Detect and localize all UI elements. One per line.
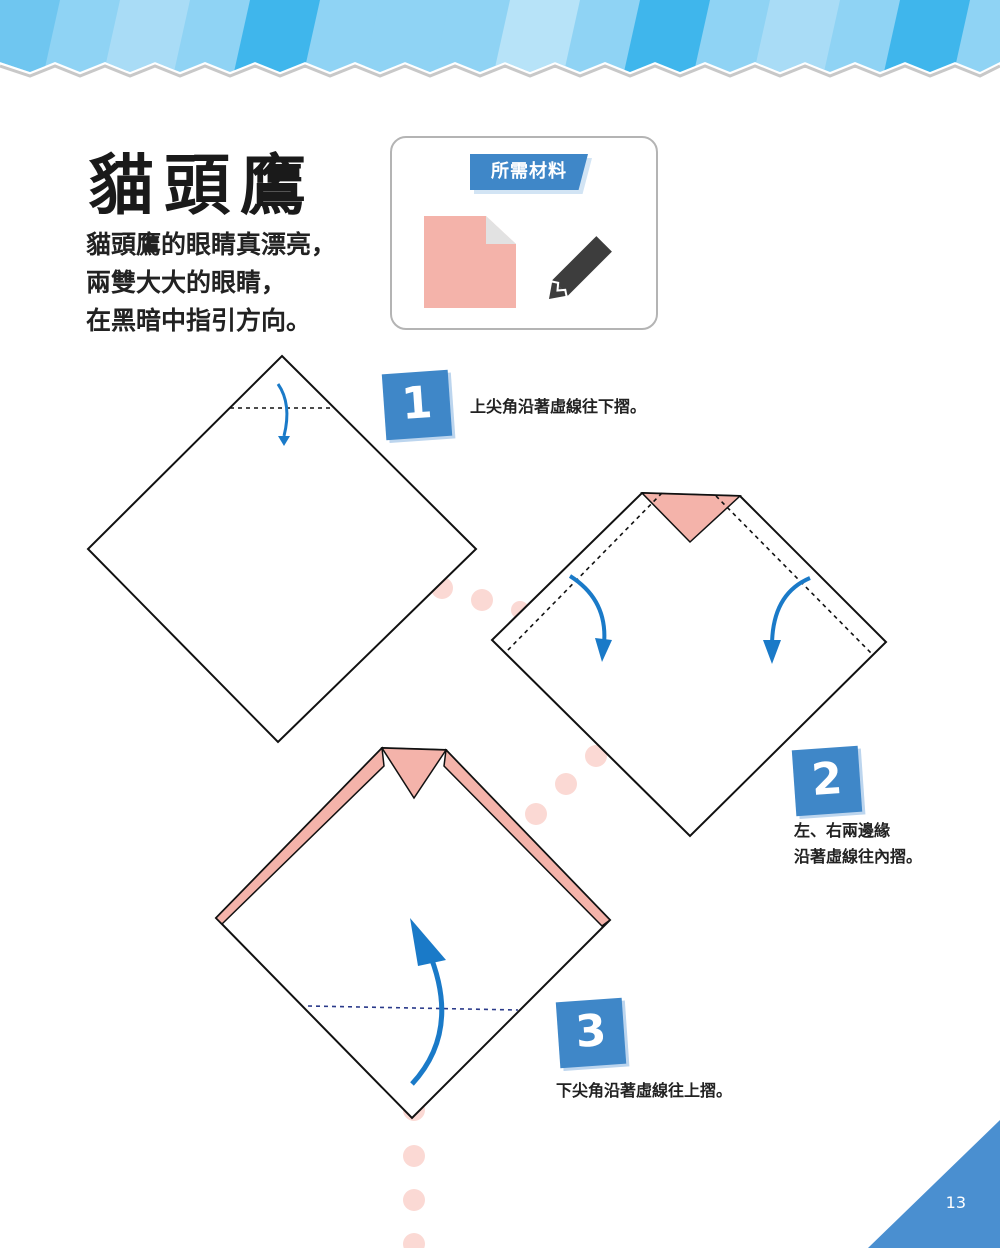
fold-arrow-2-right xyxy=(770,576,811,647)
step-2-line-2: 沿著虛線往內摺。 xyxy=(794,847,923,866)
step-3-line-1: 下尖角沿著虛線往上摺。 xyxy=(556,1081,733,1100)
fold-arrow-2-left xyxy=(568,574,607,645)
intro-line-3: 在黑暗中指引方向。 xyxy=(86,306,312,335)
step-2-line-1: 左、右兩邊緣 xyxy=(794,821,891,840)
step-1-badge: 1 xyxy=(381,369,453,441)
intro-line-2: 兩雙大大的眼睛， xyxy=(86,268,287,297)
materials-art xyxy=(424,216,612,308)
pencil-icon xyxy=(548,236,612,300)
step-2-badge: 2 xyxy=(791,745,863,817)
fold-line-3 xyxy=(307,1005,519,1011)
fold-line-2-left xyxy=(505,492,663,653)
fold-arrow-3 xyxy=(410,949,445,1086)
page-title: 貓頭鷹 xyxy=(88,147,316,224)
dotted-path-3-down xyxy=(403,1099,425,1248)
step-3-diagram xyxy=(214,746,612,1120)
step-3-text: 下尖角沿著虛線往上摺。 xyxy=(556,1078,732,1104)
paper-square-icon xyxy=(424,216,516,308)
materials-box: 所需材料 xyxy=(390,136,658,330)
intro-text: 貓頭鷹的眼睛真漂亮， 兩雙大大的眼睛， 在黑暗中指引方向。 xyxy=(86,226,336,340)
fold-arrow-1 xyxy=(276,383,289,437)
top-banner xyxy=(0,0,1000,78)
step-3-badge: 3 xyxy=(555,997,627,1069)
dotted-path-1-to-2 xyxy=(431,577,529,619)
intro-line-1: 貓頭鷹的眼睛真漂亮， xyxy=(86,230,337,259)
step-1-diagram xyxy=(86,354,478,744)
page-number: 13 xyxy=(945,1193,966,1212)
step-1-line-1: 上尖角沿著虛線往下摺。 xyxy=(470,397,647,416)
step-1-text: 上尖角沿著虛線往下摺。 xyxy=(470,394,646,420)
dotted-path-2-to-3 xyxy=(525,745,607,825)
step-2-diagram xyxy=(490,491,888,838)
step-2-text: 左、右兩邊緣 沿著虛線往內摺。 xyxy=(794,818,922,870)
corner-tab xyxy=(868,1120,1000,1248)
fold-line-2-right xyxy=(715,495,873,655)
materials-label: 所需材料 xyxy=(470,154,588,190)
